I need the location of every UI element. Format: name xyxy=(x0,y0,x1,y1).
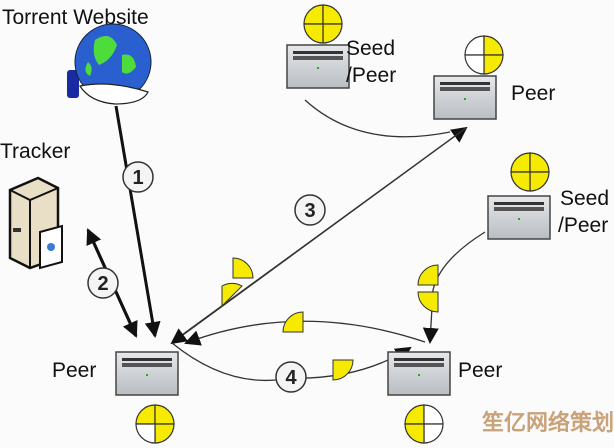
piece-quadrant xyxy=(303,23,324,44)
piece-quadrant xyxy=(483,54,504,75)
transferring-pieces xyxy=(221,257,439,381)
seed-peer-right-server xyxy=(487,195,551,240)
piece-quadrant xyxy=(154,404,175,425)
arrow-seed-to-peer xyxy=(304,99,451,138)
peer-bottom-left-label: Peer xyxy=(52,359,96,382)
step-4-label: 4 xyxy=(285,367,297,389)
connections xyxy=(86,99,486,382)
step-2-label: 2 xyxy=(97,273,108,295)
piece-quadrant xyxy=(529,152,550,173)
piece-quadrant xyxy=(404,423,425,444)
piece-icon xyxy=(417,264,439,286)
piece-icon xyxy=(221,282,243,308)
peer-top-right-server xyxy=(433,75,497,120)
step-1-label: 1 xyxy=(132,167,143,189)
file-pieces-circle-icon xyxy=(135,404,175,444)
step-3-label: 3 xyxy=(304,200,315,222)
piece-icon xyxy=(417,291,439,313)
tracker-label: Tracker xyxy=(0,140,70,163)
file-pieces xyxy=(135,4,550,444)
file-pieces-circle-icon xyxy=(404,404,444,444)
piece-quadrant xyxy=(529,171,550,192)
seed-peer-top-server xyxy=(286,44,350,89)
piece-quadrant xyxy=(510,171,531,192)
piece-quadrant xyxy=(483,35,504,56)
piece-quadrant xyxy=(423,423,444,444)
seed-peer-right-label-2: /Peer xyxy=(558,214,608,237)
seed-peer-top-label-2: /Peer xyxy=(346,64,396,87)
step-markers: 1 2 3 4 xyxy=(87,161,326,393)
file-pieces-circle-icon xyxy=(464,35,504,75)
piece-quadrant xyxy=(423,404,444,425)
torrent-website-label: Torrent Website xyxy=(2,6,149,29)
globe-icon xyxy=(67,23,152,105)
seed-peer-right-label-1: Seed xyxy=(560,187,609,210)
file-pieces-circle-icon xyxy=(303,4,343,44)
watermark: 笙亿网络策划 xyxy=(481,410,614,435)
piece-quadrant xyxy=(404,404,425,425)
piece-quadrant xyxy=(464,35,485,56)
piece-quadrant xyxy=(303,4,324,25)
piece-icon xyxy=(332,359,354,381)
piece-quadrant xyxy=(464,54,485,75)
piece-quadrant xyxy=(135,423,156,444)
seed-peer-top-label-1: Seed xyxy=(346,37,395,60)
piece-icon xyxy=(282,311,304,333)
arrow-step-4-top xyxy=(184,320,426,346)
peer-top-right-label: Peer xyxy=(511,82,555,105)
piece-quadrant xyxy=(154,423,175,444)
arrow-step-3-back xyxy=(170,127,467,345)
file-pieces-circle-icon xyxy=(510,152,550,192)
piece-quadrant xyxy=(510,152,531,173)
arrow-step-1 xyxy=(114,105,161,338)
peer-bottom-left-server xyxy=(115,351,179,396)
piece-quadrant xyxy=(135,404,156,425)
peer-bottom-right-server xyxy=(387,351,451,396)
tracker-server-icon xyxy=(8,176,63,270)
piece-quadrant xyxy=(322,23,343,44)
peer-bottom-right-label: Peer xyxy=(458,359,502,382)
arrow-seed-right xyxy=(422,231,486,344)
piece-quadrant xyxy=(322,4,343,25)
piece-icon xyxy=(232,257,254,279)
